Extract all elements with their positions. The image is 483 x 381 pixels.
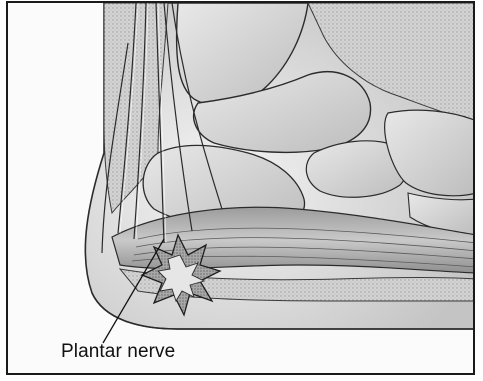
plantar-nerve-label: Plantar nerve: [61, 341, 175, 363]
figure-frame: Plantar nerve: [6, 1, 475, 375]
foot-anatomy-illustration: [8, 3, 475, 375]
